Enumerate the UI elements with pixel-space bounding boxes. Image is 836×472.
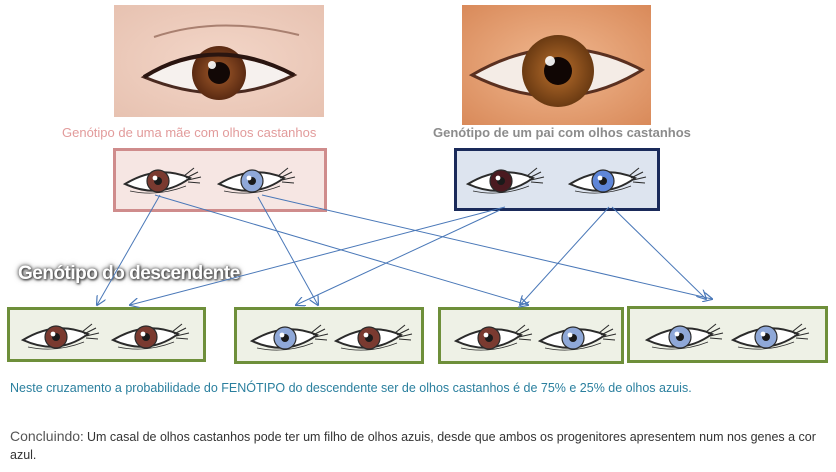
offspring-1-eye-left-icon bbox=[20, 320, 102, 359]
offspring-3-eye-right-icon bbox=[537, 321, 619, 360]
father-eye-photo bbox=[462, 5, 651, 125]
conclusion-lead: Concluindo bbox=[10, 428, 81, 444]
father-caption: Genótipo de um pai com olhos castanhos bbox=[433, 125, 691, 140]
offspring-4-eye-left-icon bbox=[644, 320, 726, 359]
offspring-2-eye-left-icon bbox=[249, 321, 331, 360]
conclusion-text: Concluindo: Um casal de olhos castanhos … bbox=[10, 427, 836, 464]
offspring-4-eye-right-icon bbox=[730, 320, 812, 359]
mother-eye-photo bbox=[114, 5, 324, 117]
arrow-father-brown-to-child1 bbox=[130, 206, 506, 305]
offspring-box-4 bbox=[627, 306, 828, 363]
arrow-mother-blue-to-child2 bbox=[257, 196, 318, 305]
father-allele-brown-eye-icon bbox=[465, 164, 547, 203]
father-allele-blue-eye-icon bbox=[567, 164, 649, 203]
mother-caption: Genótipo de uma mãe com olhos castanhos bbox=[62, 125, 317, 140]
offspring-box-1 bbox=[7, 307, 206, 362]
offspring-title: Genótipo do descendente bbox=[18, 263, 240, 284]
mother-allele-blue-eye-icon bbox=[216, 164, 298, 203]
offspring-2-eye-right-icon bbox=[333, 321, 415, 360]
offspring-box-2 bbox=[234, 307, 424, 364]
arrow-father-blue-to-child4 bbox=[611, 206, 706, 299]
offspring-box-3 bbox=[438, 307, 624, 364]
arrow-father-brown-to-child2 bbox=[296, 209, 501, 305]
father-genotype-box bbox=[454, 148, 660, 211]
offspring-1-eye-right-icon bbox=[110, 320, 192, 359]
mother-allele-brown-eye-icon bbox=[122, 164, 204, 203]
probability-note: Neste cruzamento a probabilidade do FENÓ… bbox=[10, 381, 692, 395]
arrow-father-blue-to-child3 bbox=[520, 206, 610, 305]
offspring-3-eye-left-icon bbox=[453, 321, 535, 360]
conclusion-body: : Um casal de olhos castanhos pode ter u… bbox=[10, 430, 816, 462]
mother-genotype-box bbox=[113, 148, 327, 212]
